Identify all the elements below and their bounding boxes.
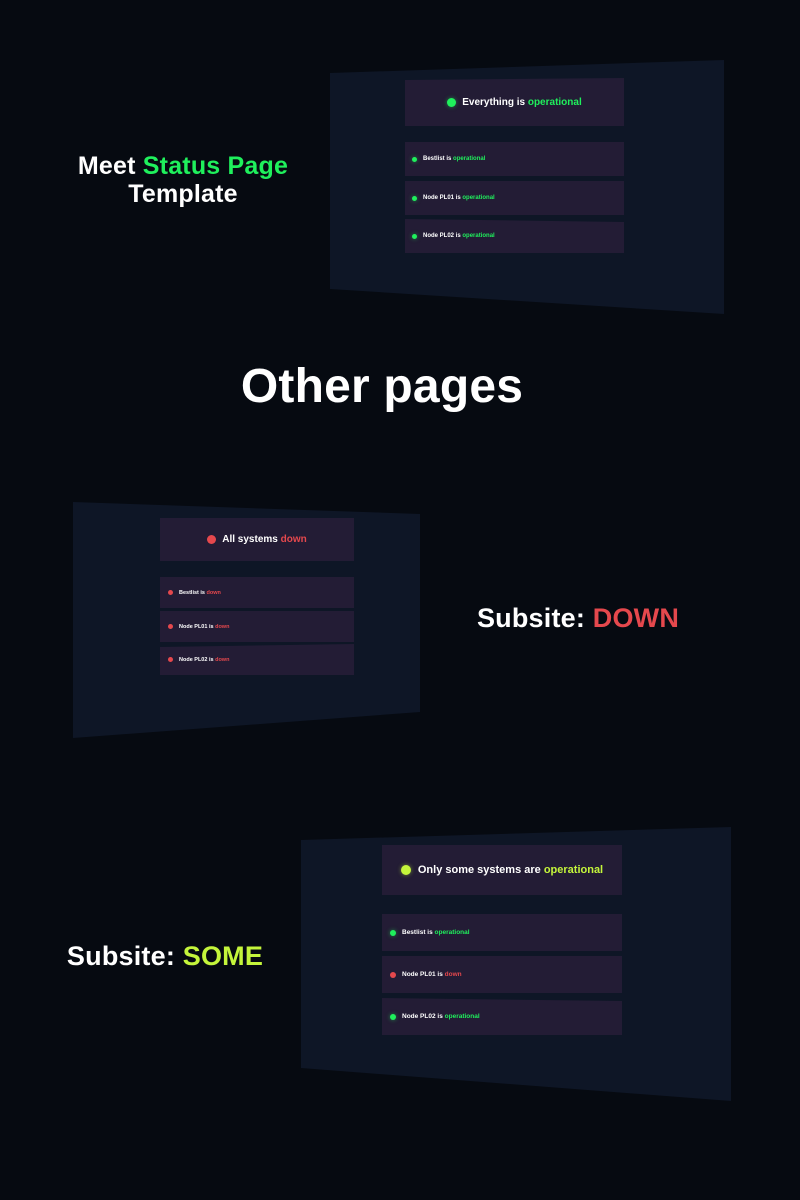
status-page-preview-down: All systems down Bestlist is down Node P… (73, 502, 420, 738)
intro-highlight: Status Page (142, 152, 289, 180)
subsite-some-heading: Subsite: SOME (40, 941, 290, 971)
status-dot-icon (168, 657, 173, 662)
status-dot-icon (412, 156, 417, 162)
subsite-down-prefix: Subsite: (476, 603, 586, 633)
status-dot-icon (207, 535, 217, 544)
status-dot-icon (390, 1013, 396, 1020)
intro-line-1: Meet Status Page (40, 152, 326, 180)
status-dot-icon (168, 590, 173, 595)
other-pages-heading: Other pages (240, 360, 524, 413)
service-row: Node PL01 is operational (405, 181, 624, 215)
subsite-some-status: SOME (182, 941, 264, 971)
service-status-text: Bestlist is operational (402, 929, 470, 936)
service-row: Bestlist is down (160, 577, 354, 608)
subsite-down-status: DOWN (592, 603, 680, 633)
service-status-text: Node PL02 is operational (423, 233, 495, 239)
service-row: Bestlist is operational (382, 914, 622, 951)
status-page-preview-partial: Only some systems are operational Bestli… (301, 827, 731, 1101)
status-page-preview-operational: Everything is operational Bestlist is op… (330, 60, 724, 314)
service-status-text: Node PL01 is down (179, 623, 230, 630)
overall-status-card: All systems down (160, 518, 354, 561)
subsite-down-heading: Subsite: DOWN (460, 603, 696, 633)
subsite-some-prefix: Subsite: (66, 941, 176, 971)
service-row: Node PL01 is down (382, 956, 622, 993)
service-status-text: Node PL02 is down (179, 656, 230, 663)
service-status-text: Node PL01 is operational (423, 195, 495, 201)
service-row: Node PL01 is down (160, 611, 354, 642)
service-row: Bestlist is operational (405, 142, 624, 176)
status-dot-icon (168, 624, 173, 629)
status-dot-icon (412, 233, 417, 239)
overall-status-card: Everything is operational (405, 78, 624, 126)
status-dot-icon (447, 97, 457, 107)
intro-word: Meet (77, 152, 136, 180)
intro-line-2: Template (128, 180, 238, 208)
status-dot-icon (390, 971, 396, 978)
service-status-text: Bestlist is operational (423, 156, 486, 162)
service-row: Node PL02 is down (160, 644, 354, 675)
overall-status-card: Only some systems are operational (382, 845, 622, 895)
service-status-text: Node PL02 is operational (402, 1013, 480, 1020)
status-dot-icon (400, 865, 411, 875)
overall-status-text: Everything is operational (462, 96, 582, 108)
status-dot-icon (390, 929, 396, 936)
status-dot-icon (412, 195, 417, 201)
intro-heading: Meet Status Page Template (40, 152, 326, 208)
service-row: Node PL02 is operational (405, 219, 624, 253)
overall-status-text: Only some systems are operational (417, 864, 604, 876)
service-row: Node PL02 is operational (382, 998, 622, 1035)
overall-status-text: All systems down (222, 534, 307, 545)
service-status-text: Bestlist is down (179, 589, 221, 596)
service-status-text: Node PL01 is down (402, 971, 462, 978)
